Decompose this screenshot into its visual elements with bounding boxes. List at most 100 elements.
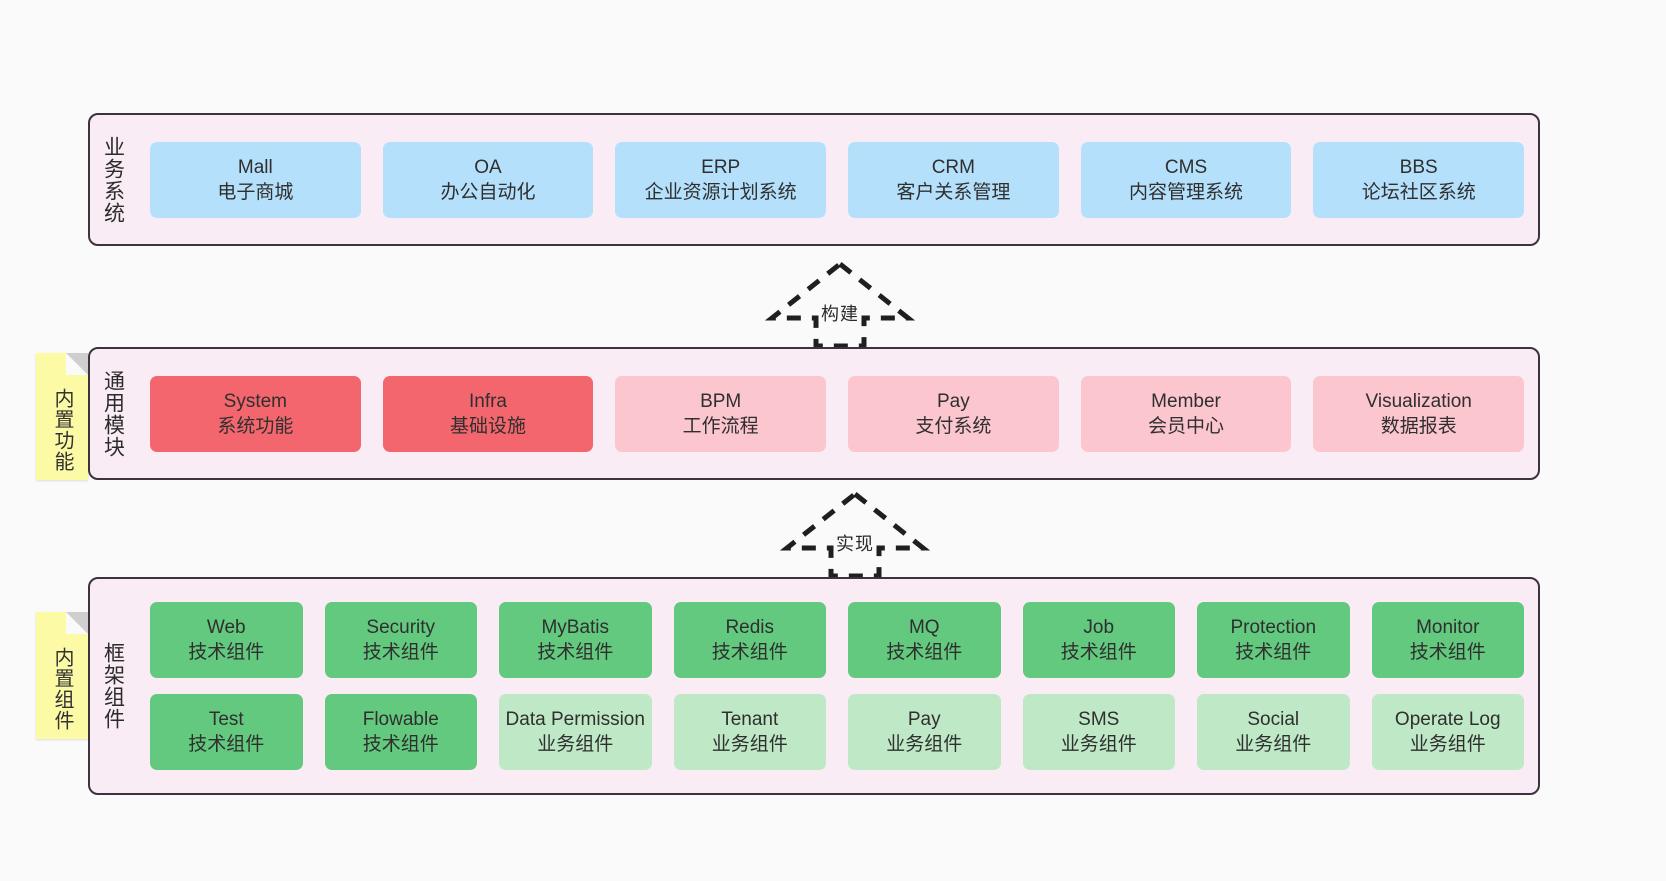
layer-body-common-modules: System 系统功能 Infra 基础设施 BPM 工作流程 Pay 支付系统…	[136, 349, 1538, 478]
module-card-subtitle: 支付系统	[915, 415, 992, 437]
component-card-subtitle: 技术组件	[886, 642, 963, 663]
module-card-subtitle: 系统功能	[217, 415, 294, 437]
module-card-erp[interactable]: ERP 企业资源计划系统	[615, 141, 827, 218]
component-card-job[interactable]: Job 技术组件	[1022, 602, 1175, 678]
module-card-subtitle: 内容管理系统	[1129, 181, 1244, 203]
module-card-subtitle: 数据报表	[1380, 415, 1457, 437]
module-card-mall[interactable]: Mall 电子商城	[150, 141, 361, 218]
module-card-name: Visualization	[1365, 390, 1472, 412]
component-card-name: Monitor	[1416, 617, 1480, 638]
module-card-subtitle: 办公自动化	[440, 181, 536, 203]
component-card-operate-log[interactable]: Operate Log 业务组件	[1371, 694, 1524, 770]
module-card-bpm[interactable]: BPM 工作流程	[615, 375, 827, 452]
dashed-up-arrow-icon	[779, 490, 931, 579]
component-card-test[interactable]: Test 技术组件	[150, 694, 303, 770]
component-card-pay[interactable]: Pay 业务组件	[848, 694, 1001, 770]
component-card-social[interactable]: Social 业务组件	[1197, 694, 1350, 770]
module-card-name: Pay	[936, 390, 970, 412]
component-card-subtitle: 技术组件	[1235, 642, 1312, 663]
component-card-name: Flowable	[362, 709, 439, 730]
component-card-redis[interactable]: Redis 技术组件	[673, 602, 826, 678]
component-card-name: Pay	[907, 709, 941, 730]
layer-title-business-systems: 业务系统	[101, 135, 125, 224]
arrow-implement: 实现	[775, 488, 935, 580]
arrow-implement-label: 实现	[836, 534, 874, 554]
component-card-name: Tenant	[721, 709, 779, 730]
sticky-note-builtin-components: 内置组件	[36, 612, 88, 739]
module-card-subtitle: 会员中心	[1148, 415, 1225, 437]
sticky-note-label: 内置组件	[51, 646, 73, 731]
module-card-pay[interactable]: Pay 支付系统	[848, 375, 1059, 452]
module-card-visualization[interactable]: Visualization 数据报表	[1313, 375, 1525, 452]
module-card-name: Mall	[237, 156, 273, 178]
module-card-name: BPM	[700, 390, 742, 412]
arrow-build-label: 构建	[821, 304, 859, 324]
module-card-crm[interactable]: CRM 客户关系管理	[848, 141, 1059, 218]
module-card-name: Infra	[468, 390, 508, 412]
component-card-web[interactable]: Web 技术组件	[150, 602, 303, 678]
component-card-subtitle: 技术组件	[1060, 642, 1137, 663]
component-card-name: Social	[1247, 709, 1300, 730]
module-card-name: System	[223, 390, 288, 412]
component-card-protection[interactable]: Protection 技术组件	[1197, 602, 1350, 678]
module-card-subtitle: 客户关系管理	[896, 181, 1011, 203]
layer-row: Mall 电子商城 OA 办公自动化 ERP 企业资源计划系统 CRM 客户关系…	[150, 141, 1525, 218]
layer-body-framework-components: Web 技术组件 Security 技术组件 MyBatis 技术组件 Redi…	[136, 579, 1538, 793]
component-card-name: SMS	[1078, 709, 1120, 730]
component-card-subtitle: 业务组件	[537, 734, 614, 755]
module-card-system[interactable]: System 系统功能	[150, 375, 361, 452]
dashed-up-arrow-icon	[764, 260, 916, 349]
component-card-name: Test	[208, 709, 244, 730]
component-card-mybatis[interactable]: MyBatis 技术组件	[499, 602, 652, 678]
component-card-subtitle: 技术组件	[188, 734, 265, 755]
component-card-name: MQ	[908, 617, 940, 638]
module-card-bbs[interactable]: BBS 论坛社区系统	[1313, 141, 1525, 218]
component-card-subtitle: 业务组件	[1235, 734, 1312, 755]
component-card-subtitle: 技术组件	[711, 642, 788, 663]
component-card-name: Data Permission	[505, 709, 645, 730]
component-card-name: Operate Log	[1394, 709, 1501, 730]
sticky-note-label: 内置功能	[51, 387, 73, 472]
component-card-sms[interactable]: SMS 业务组件	[1022, 694, 1175, 770]
component-card-subtitle: 技术组件	[362, 642, 439, 663]
module-card-cms[interactable]: CMS 内容管理系统	[1080, 141, 1292, 218]
layer-title-framework-components: 框架组件	[101, 642, 125, 730]
sticky-note-builtin-features: 内置功能	[36, 353, 88, 480]
component-card-subtitle: 技术组件	[362, 734, 439, 755]
layer-title-common-modules: 通用模块	[101, 369, 125, 458]
sticky-fold-corner-icon	[66, 353, 88, 375]
module-card-subtitle: 基础设施	[450, 415, 527, 437]
component-card-name: Security	[366, 617, 436, 638]
component-card-flowable[interactable]: Flowable 技术组件	[324, 694, 477, 770]
component-card-name: Protection	[1230, 617, 1317, 638]
module-card-infra[interactable]: Infra 基础设施	[382, 375, 594, 452]
component-card-mq[interactable]: MQ 技术组件	[848, 602, 1001, 678]
component-card-subtitle: 技术组件	[1409, 642, 1486, 663]
module-card-member[interactable]: Member 会员中心	[1080, 375, 1292, 452]
module-card-name: OA	[474, 156, 502, 178]
module-card-name: ERP	[701, 156, 741, 178]
component-card-monitor[interactable]: Monitor 技术组件	[1371, 602, 1524, 678]
module-card-subtitle: 工作流程	[682, 415, 759, 437]
component-card-subtitle: 技术组件	[188, 642, 265, 663]
component-card-security[interactable]: Security 技术组件	[324, 602, 477, 678]
component-card-data-permission[interactable]: Data Permission 业务组件	[499, 694, 652, 770]
module-card-subtitle: 电子商城	[217, 181, 294, 203]
layer-row: System 系统功能 Infra 基础设施 BPM 工作流程 Pay 支付系统…	[150, 375, 1525, 452]
module-card-name: CRM	[931, 156, 975, 178]
component-card-name: Job	[1083, 617, 1115, 638]
component-card-subtitle: 技术组件	[537, 642, 614, 663]
component-card-tenant[interactable]: Tenant 业务组件	[673, 694, 826, 770]
module-card-name: CMS	[1164, 156, 1208, 178]
layer-row: Test 技术组件 Flowable 技术组件 Data Permission …	[150, 694, 1524, 770]
component-card-subtitle: 业务组件	[1409, 734, 1486, 755]
component-card-subtitle: 业务组件	[886, 734, 963, 755]
layer-framework-components: 框架组件 Web 技术组件 Security 技术组件 MyBatis 技术组件…	[88, 577, 1540, 795]
layer-business-systems: 业务系统 Mall 电子商城 OA 办公自动化 ERP 企业资源计划系统 CRM…	[88, 113, 1540, 246]
layer-row: Web 技术组件 Security 技术组件 MyBatis 技术组件 Redi…	[150, 602, 1524, 678]
module-card-subtitle: 企业资源计划系统	[644, 181, 797, 203]
layer-common-modules: 通用模块 System 系统功能 Infra 基础设施 BPM 工作流程 Pay…	[88, 347, 1540, 480]
component-card-name: Redis	[725, 617, 775, 638]
module-card-oa[interactable]: OA 办公自动化	[382, 141, 594, 218]
